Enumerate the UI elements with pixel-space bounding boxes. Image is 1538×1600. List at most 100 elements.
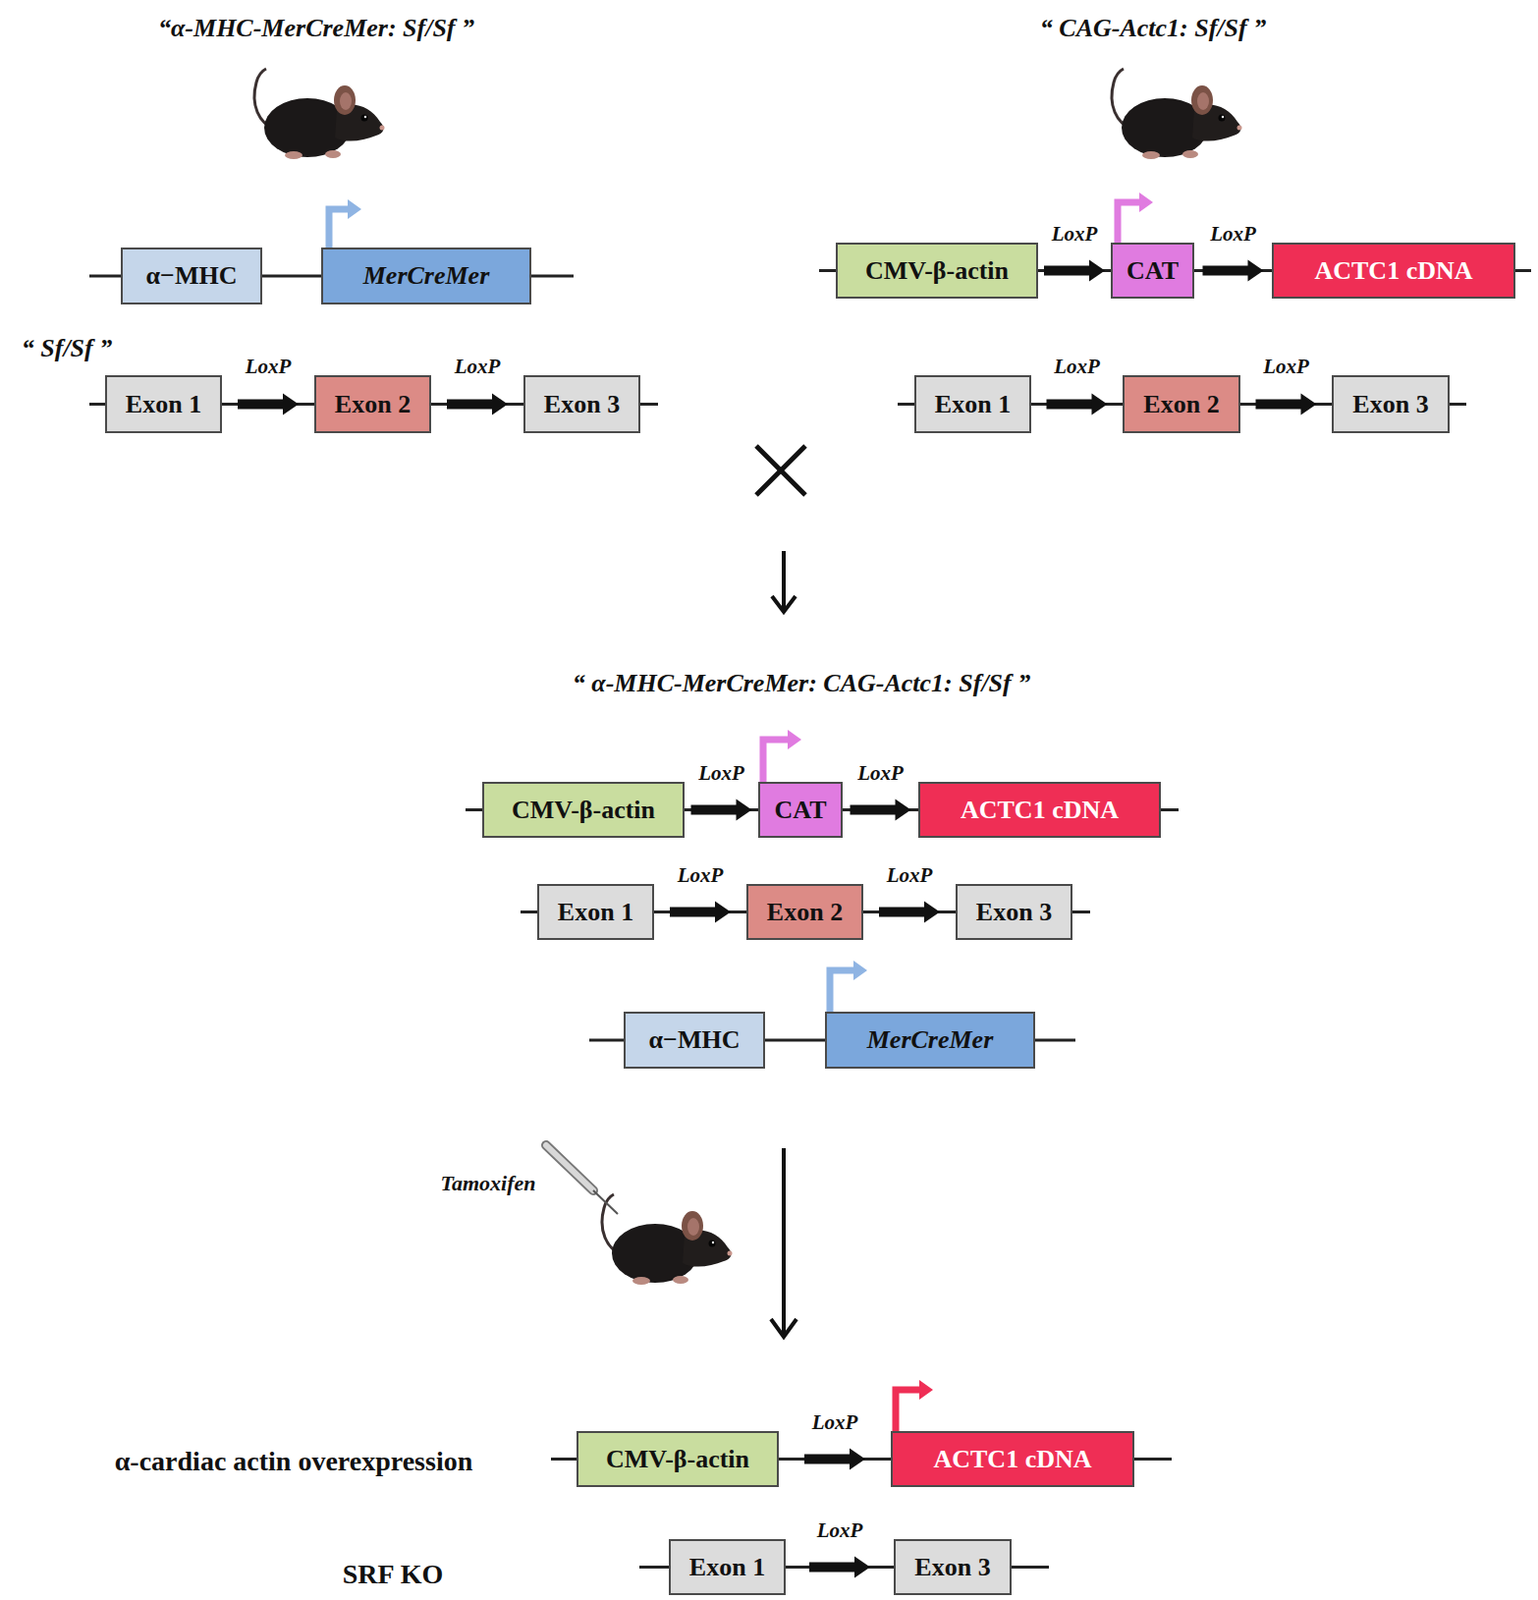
promoter-box: CMV-β-actin	[576, 1430, 779, 1487]
backbone-line	[431, 393, 524, 416]
cdna-box: ACTC1 cDNA	[1271, 242, 1516, 299]
box-text: Exon 1	[689, 1552, 766, 1583]
backbone-line	[654, 901, 747, 924]
exon-box: Exon 1	[914, 375, 1032, 434]
exon-box: Exon 3	[523, 375, 641, 434]
loxp-arrow	[736, 799, 753, 822]
loxp-arrow	[446, 399, 495, 410]
box-text: CMV-β-actin	[865, 256, 1009, 286]
backbone-stub	[897, 402, 915, 406]
backbone-stub	[1072, 910, 1091, 914]
loxp-arrow	[237, 399, 285, 410]
loxp-label: LoxP	[698, 761, 745, 786]
backbone-line	[842, 799, 919, 822]
backbone-segment	[765, 1039, 825, 1043]
loxp-arrow	[924, 901, 940, 924]
loxp-arrow	[1256, 399, 1304, 410]
backbone-stub	[550, 1457, 577, 1461]
backbone-line	[785, 1556, 894, 1579]
exon-box: Exon 1	[537, 883, 655, 940]
loxp-label: LoxP	[1263, 354, 1310, 380]
backbone-stub	[89, 274, 121, 278]
mouse-illustration	[254, 68, 385, 160]
promoter-box: CMV-β-actin	[835, 242, 1039, 299]
box-text: CMV-β-actin	[511, 795, 656, 825]
loxp-arrow	[850, 805, 898, 816]
exon-box: Exon 2	[314, 375, 432, 434]
loxp-label: LoxP	[886, 863, 934, 888]
loxp-arrow	[1301, 393, 1318, 416]
exon-box: Exon 3	[955, 883, 1073, 940]
backbone-line	[778, 1448, 891, 1471]
box-text: ACTC1 cDNA	[960, 795, 1119, 825]
backbone-line	[221, 393, 315, 416]
text-label: α-cardiac actin overexpression	[114, 1445, 474, 1478]
backbone-stub	[819, 269, 836, 273]
text-label: Tamoxifen	[440, 1170, 537, 1197]
box-text: CAT	[774, 795, 827, 825]
box-text: CAT	[1126, 256, 1179, 286]
syringe	[546, 1145, 618, 1214]
backbone-stub	[1035, 1039, 1076, 1043]
loxp-arrow	[1046, 399, 1095, 410]
box-text: Exon 1	[125, 389, 202, 420]
backbone-stub	[1449, 402, 1467, 406]
loxp-label: LoxP	[245, 354, 292, 380]
exon-box: Exon 3	[1331, 375, 1450, 434]
backbone-stub	[639, 1565, 669, 1569]
box-text: α−MHC	[649, 1025, 741, 1055]
backbone-stub	[1515, 269, 1532, 273]
backbone-line	[1031, 393, 1123, 416]
loxp-arrow	[714, 901, 731, 924]
box-text: Exon 3	[1352, 389, 1429, 420]
loxp-arrow	[849, 1448, 866, 1471]
box-text: ACTC1 cDNA	[1314, 256, 1473, 286]
loxp-arrow	[1248, 260, 1264, 282]
backbone-line	[863, 901, 956, 924]
cre-gene-box: MerCreMer	[321, 247, 532, 305]
cdna-box: ACTC1 cDNA	[890, 1430, 1135, 1487]
cdna-box: ACTC1 cDNA	[918, 781, 1161, 838]
loxp-label: LoxP	[1209, 221, 1257, 247]
mouse-illustration	[1111, 68, 1242, 160]
cre-gene-box: MerCreMer	[824, 1011, 1036, 1069]
backbone-line	[1194, 260, 1272, 282]
loxp-label: LoxP	[817, 1518, 864, 1543]
text-label: SRF KO	[342, 1558, 443, 1591]
backbone-stub	[1134, 1457, 1172, 1461]
box-text: α−MHC	[146, 261, 238, 291]
backbone-stub	[640, 402, 659, 406]
loxp-arrow	[809, 1562, 857, 1573]
loxp-label: LoxP	[857, 761, 904, 786]
loxp-label: LoxP	[677, 863, 724, 888]
loxp-arrow	[878, 907, 927, 918]
text-label: “α-MHC-MerCreMer: Sf/Sf ”	[158, 13, 475, 44]
loxp-label: LoxP	[454, 354, 501, 380]
exon-box: Exon 2	[746, 883, 864, 940]
box-text: MerCreMer	[867, 1025, 994, 1055]
loxp-arrow	[1092, 393, 1108, 416]
promoter-box: α−MHC	[120, 247, 263, 305]
backbone-stub	[1160, 808, 1179, 812]
loxp-arrow	[1043, 266, 1092, 276]
backbone-segment	[262, 274, 322, 278]
backbone-stub	[89, 402, 106, 406]
box-text: Exon 3	[976, 897, 1052, 928]
box-text: CMV-β-actin	[605, 1444, 750, 1475]
stop-cassette-box: CAT	[758, 781, 843, 838]
loxp-arrow	[282, 393, 299, 416]
exon-box: Exon 2	[1122, 375, 1241, 434]
promoter-box: CMV-β-actin	[482, 781, 685, 838]
box-text: Exon 1	[557, 897, 634, 928]
loxp-arrow	[492, 393, 508, 416]
loxp-arrow	[895, 799, 912, 822]
backbone-line	[1038, 260, 1111, 282]
backbone-stub	[531, 274, 574, 278]
exon-box: Exon 3	[893, 1538, 1012, 1595]
backbone-stub	[520, 910, 538, 914]
stop-cassette-box: CAT	[1110, 242, 1195, 299]
box-text: Exon 2	[767, 897, 843, 928]
loxp-arrow	[669, 907, 717, 918]
mouse-illustration	[602, 1194, 732, 1285]
box-text: Exon 1	[934, 389, 1011, 420]
